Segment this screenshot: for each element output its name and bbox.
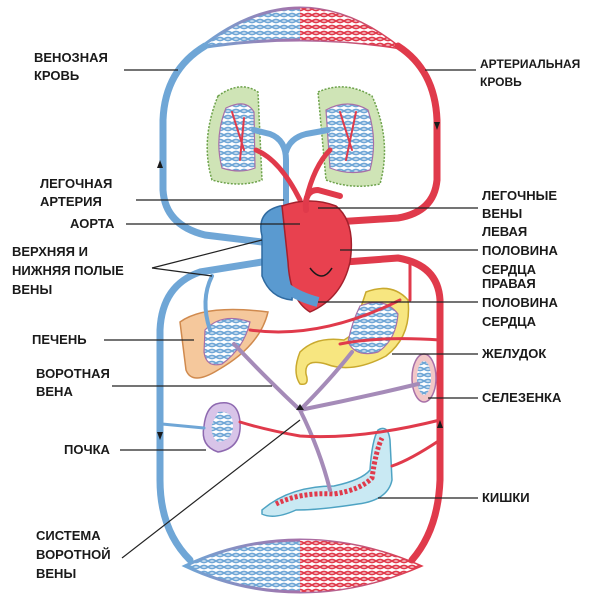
- portal-vein-vessel: [232, 342, 420, 492]
- label-pulmonary-artery: ЛЕГОЧНАЯ АРТЕРИЯ: [40, 176, 116, 209]
- leader-vena-cava-upper: [151, 239, 263, 269]
- label-portal-vein: ВОРОТНАЯ ВЕНА: [36, 366, 113, 399]
- heart: [260, 200, 353, 313]
- organ-arteries: [238, 260, 442, 468]
- liver: [179, 308, 269, 379]
- pulmonary-artery-vessel: [251, 127, 331, 253]
- label-stomach: ЖЕЛУДОК: [481, 346, 546, 361]
- label-venous-blood: ВЕНОЗНАЯ КРОВЬ: [34, 50, 111, 83]
- kidney-vein: [160, 422, 206, 430]
- kidney: [202, 402, 241, 453]
- label-liver: ПЕЧЕНЬ: [32, 332, 87, 347]
- label-arterial-blood: АРТЕРИАЛЬНАЯ КРОВЬ: [480, 57, 584, 89]
- right-lung: [317, 86, 386, 187]
- spleen: [411, 353, 437, 403]
- label-intestines: КИШКИ: [482, 490, 530, 505]
- liver-artery: [248, 298, 402, 334]
- flow-arrows: [157, 122, 443, 440]
- systemic-artery-upper: [331, 42, 441, 226]
- leader-vena-cava-lower: [151, 267, 213, 277]
- systemic-vein-lower: [156, 258, 266, 564]
- systemic-vein-upper: [159, 42, 266, 246]
- label-left-heart: ЛЕВАЯ ПОЛОВИНА СЕРДЦА: [482, 224, 562, 277]
- label-pulmonary-veins: ЛЕГОЧНЫЕ ВЕНЫ: [482, 188, 561, 221]
- label-kidney: ПОЧКА: [64, 442, 111, 457]
- label-aorta: АОРТА: [70, 216, 115, 231]
- label-portal-system: СИСТЕМА ВОРОТНОЙ ВЕНЫ: [36, 528, 114, 581]
- label-right-heart: ПРАВАЯ ПОЛОВИНА СЕРДЦА: [482, 276, 562, 329]
- label-spleen: СЕЛЕЗЕНКА: [482, 390, 562, 405]
- leader-portal-system: [121, 419, 301, 559]
- left-lung: [206, 86, 263, 185]
- label-vena-cava: ВЕРХНЯЯ И НИЖНЯЯ ПОЛЫЕ ВЕНЫ: [12, 244, 127, 297]
- liver-vein: [203, 274, 214, 332]
- systemic-artery-lower: [341, 254, 444, 564]
- upper-body-capillaries: [194, 6, 406, 51]
- lower-body-capillaries: [181, 538, 424, 594]
- aorta-vessel: [302, 187, 343, 213]
